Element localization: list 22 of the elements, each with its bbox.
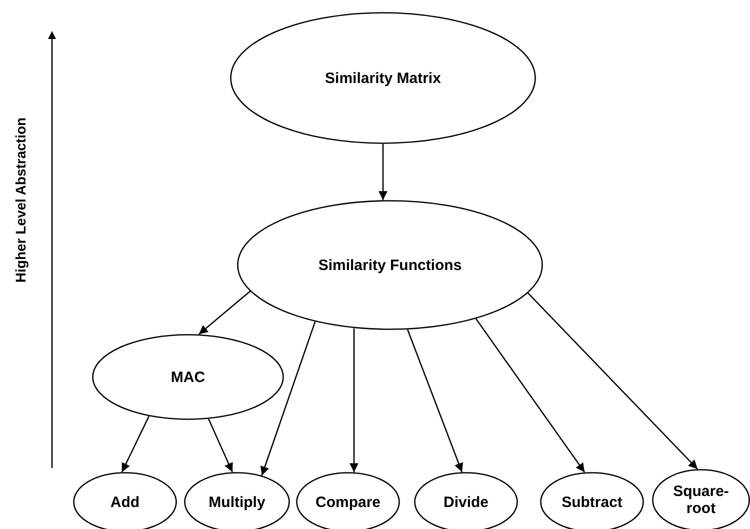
arrow — [475, 318, 586, 473]
arrow — [528, 292, 698, 470]
node-label: Multiply — [208, 494, 266, 510]
ellipse-node — [92, 334, 284, 420]
node-label: Compare — [315, 494, 381, 510]
node-label: Similarity Functions — [318, 256, 462, 274]
arrow — [407, 329, 463, 472]
arrow — [260, 321, 316, 476]
node-label: Square-root — [672, 483, 730, 517]
node-label: Add — [110, 494, 140, 510]
node-label: Similarity Matrix — [325, 70, 441, 86]
arrow — [198, 290, 251, 335]
arrow — [208, 418, 233, 472]
node-label: MAC — [170, 368, 206, 386]
arrow — [121, 416, 150, 472]
axis-label: Higher Level Abstraction — [12, 117, 28, 283]
ellipse-node — [230, 12, 536, 144]
arrow — [378, 144, 388, 200]
node-label: Divide — [443, 494, 488, 510]
node-label: Subtract — [562, 494, 622, 510]
ellipse-node — [237, 200, 543, 330]
arrow — [350, 328, 358, 472]
